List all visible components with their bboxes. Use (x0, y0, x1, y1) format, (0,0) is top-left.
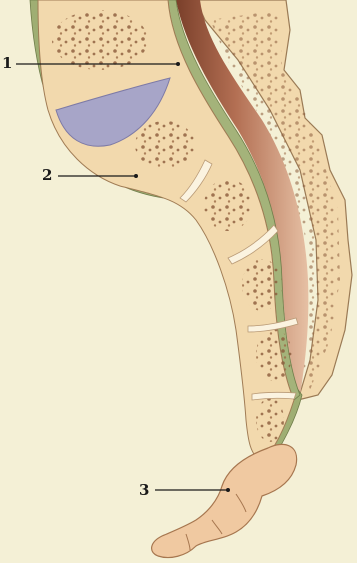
vertebra-5-pores (256, 329, 292, 381)
callout-2-dot (134, 174, 138, 178)
callout-3-dot (226, 488, 230, 492)
vertebra-4-pores (242, 259, 282, 311)
vertebra-1-pores (52, 10, 148, 70)
callout-1-label: 1 (2, 54, 12, 72)
coccyx (152, 444, 297, 557)
vertebra-2-pores (135, 121, 195, 169)
callout-1-dot (176, 62, 180, 66)
callout-3-label: 3 (139, 481, 149, 499)
vertebra-6-pores (256, 398, 284, 442)
callout-2-label: 2 (42, 166, 52, 184)
vertebra-3-pores (204, 179, 252, 231)
